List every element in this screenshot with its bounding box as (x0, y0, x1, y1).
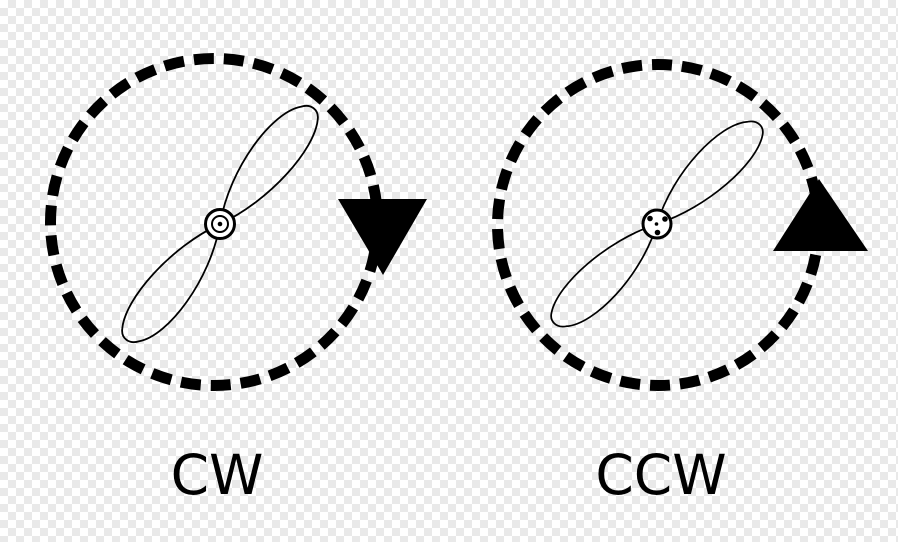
cw-arrow-down-icon (338, 199, 427, 275)
propeller-blade (218, 105, 319, 226)
ccw-diagram: CCW (492, 59, 868, 507)
propeller-blade (550, 222, 659, 328)
ccw-label: CCW (595, 443, 726, 507)
propeller-blade (655, 120, 764, 226)
cw-label: CW (171, 443, 264, 507)
cw-diagram: CW (45, 53, 427, 507)
cw-propeller-hub (204, 208, 236, 240)
cw-propeller (121, 105, 319, 343)
ccw-propeller (550, 120, 764, 328)
ccw-arrow-up-icon (773, 179, 868, 251)
ccw-propeller-hub (641, 208, 673, 240)
propeller-blade (121, 222, 222, 343)
